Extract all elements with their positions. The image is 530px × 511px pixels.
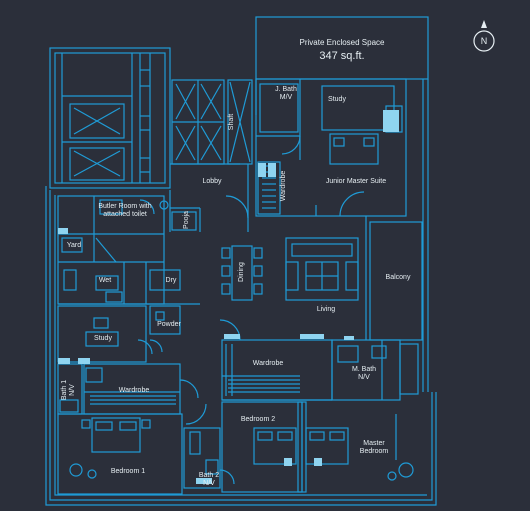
north-arrow-icon xyxy=(473,20,495,52)
room-label-wardrobe-mid: Wardrobe xyxy=(252,360,284,367)
room-label-jbath: J. Bath M/V xyxy=(275,86,297,101)
room-label-study-left: Study xyxy=(94,335,112,342)
room-label-pooja: Pooja xyxy=(183,211,190,229)
dining-table xyxy=(231,245,253,301)
room-label-wet: Wet xyxy=(98,277,112,284)
junior-master-suite-walls xyxy=(255,78,407,217)
room-label-junior-master: Junior Master Suite xyxy=(325,178,387,185)
compass-letter: N xyxy=(480,36,488,46)
room-label-powder: Powder xyxy=(157,321,181,328)
outer-wall xyxy=(49,190,433,501)
room-label-bath1: Bath 1 N/V xyxy=(61,379,76,401)
bedroom1-walls xyxy=(57,413,183,495)
room-label-butler: Butler Room with attached toilet xyxy=(98,203,152,218)
study-left-walls xyxy=(57,305,147,363)
bedroom1-bed xyxy=(91,417,141,453)
room-label-mbath: M. Bath N/V xyxy=(351,366,377,381)
bedroom2-bed xyxy=(253,427,297,465)
room-label-dining: Dining xyxy=(238,262,245,282)
room-label-wardrobe-left: Wardrobe xyxy=(118,387,150,394)
private-space-outline xyxy=(255,16,429,80)
bath2-walls xyxy=(183,427,221,489)
room-label-master: Master Bedroom xyxy=(359,440,389,455)
master-bed xyxy=(305,427,349,465)
private-space-area: 347 sq.ft. xyxy=(319,50,365,62)
room-label-dry: Dry xyxy=(165,277,177,284)
room-label-bath2: Bath 2 N/V xyxy=(198,472,220,487)
room-label-shaft: Shaft xyxy=(228,113,235,131)
room-label-bedroom2: Bedroom 2 xyxy=(240,416,276,423)
staircase-block xyxy=(49,47,171,189)
room-label-bedroom1: Bedroom 1 xyxy=(110,468,146,475)
room-label-lobby: Lobby xyxy=(202,178,222,185)
room-label-yard: Yard xyxy=(66,242,82,249)
room-label-study-top: Study xyxy=(328,96,346,103)
wardrobe-corridor xyxy=(221,339,333,401)
room-label-wardrobe-top: Wardrobe xyxy=(280,170,287,202)
private-space-title: Private Enclosed Space xyxy=(299,38,385,47)
room-label-living: Living xyxy=(316,306,336,313)
room-label-balcony: Balcony xyxy=(385,274,411,281)
